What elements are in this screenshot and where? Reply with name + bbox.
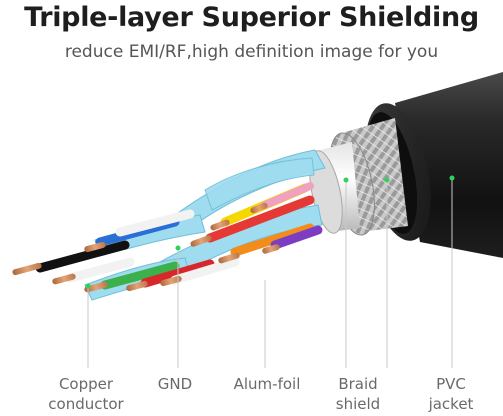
page-title: Triple-layer Superior Shielding [24, 2, 479, 33]
label-gnd: GND [140, 374, 210, 394]
copper-tips [12, 202, 280, 293]
label-line-1: PVC [436, 375, 466, 393]
label-line-1: Alum-foil [233, 375, 301, 393]
page-subtitle: reduce EMI/RF,high definition image for … [64, 42, 439, 62]
label-copper-conductor: Copper conductor [38, 374, 134, 414]
label-pvc-jacket: PVC jacket [418, 374, 484, 414]
label-line-1: Copper [58, 375, 114, 393]
leader-lines [87, 178, 453, 368]
alum-foil [309, 142, 360, 234]
label-braid-shield: Braid shield [326, 374, 390, 414]
conductors [35, 182, 323, 290]
marker-dots [85, 175, 455, 289]
label-line-2: conductor [48, 395, 124, 413]
label-line-2: shield [335, 395, 381, 413]
label-line-1: GND [157, 375, 193, 393]
label-line-1: Braid [338, 375, 378, 393]
label-alum-foil: Alum-foil [222, 374, 312, 394]
label-line-2: jacket [428, 395, 474, 413]
